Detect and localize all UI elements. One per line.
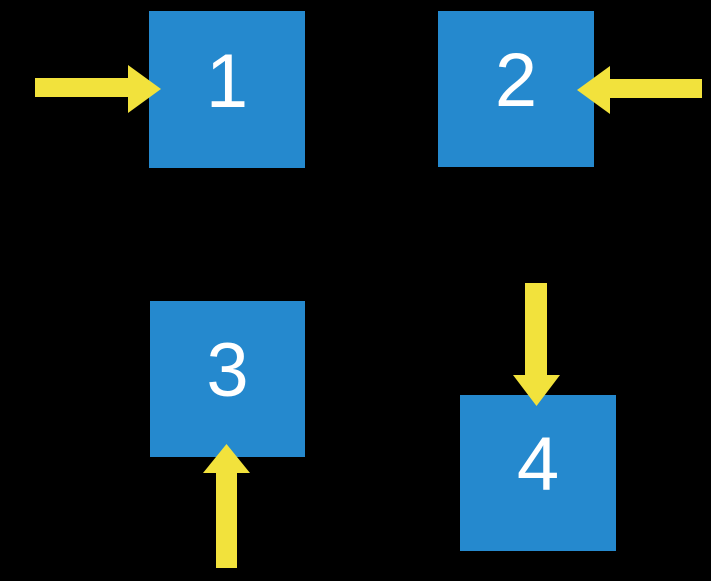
arrow-pointing-up-icon bbox=[203, 444, 250, 568]
square-4[interactable]: 4 bbox=[460, 395, 616, 551]
square-3-label: 3 bbox=[206, 328, 249, 413]
square-3[interactable]: 3 bbox=[150, 301, 305, 457]
square-1-label: 1 bbox=[205, 38, 249, 124]
square-1[interactable]: 1 bbox=[149, 11, 305, 168]
square-4-label: 4 bbox=[516, 422, 560, 507]
arrow-pointing-down-icon bbox=[513, 283, 560, 406]
arrow-pointing-right-icon bbox=[35, 65, 161, 113]
square-2[interactable]: 2 bbox=[438, 11, 594, 167]
square-2-label: 2 bbox=[494, 38, 538, 123]
arrow-pointing-left-icon bbox=[577, 66, 702, 114]
